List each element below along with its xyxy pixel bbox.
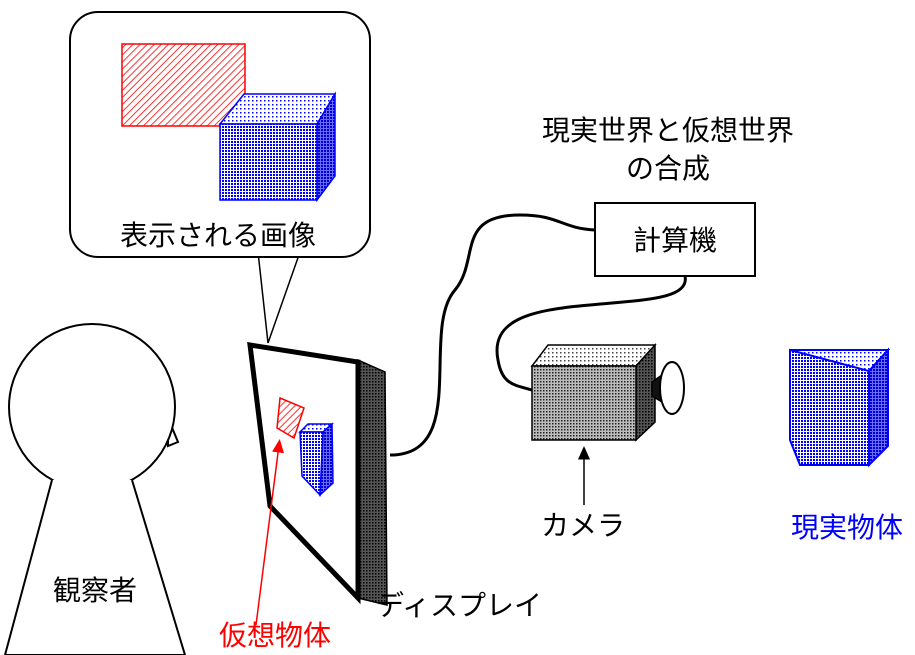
callout-virtual-object bbox=[121, 43, 246, 127]
computer-label: 計算機 bbox=[633, 224, 717, 257]
displayed-image-callout: 表示される画像 bbox=[69, 11, 371, 344]
computer-box-icon: 計算機 bbox=[594, 202, 756, 277]
cable-computer-camera bbox=[495, 275, 687, 392]
computer-box bbox=[594, 202, 756, 277]
camera-lens bbox=[659, 361, 685, 415]
cable-display-computer bbox=[389, 213, 596, 457]
cube-icon bbox=[789, 347, 891, 468]
camera-label: カメラ bbox=[541, 509, 625, 542]
display-screen-icon bbox=[247, 342, 388, 606]
callout-real-cube bbox=[218, 91, 337, 203]
display-side bbox=[357, 358, 388, 606]
callout-leader-right bbox=[267, 251, 301, 344]
composition-label-line2: の合成 bbox=[626, 152, 710, 185]
display-label: ディスプレイ bbox=[376, 589, 542, 622]
real-object-label: 現実物体 bbox=[791, 511, 903, 544]
screen-virtual-object bbox=[276, 396, 305, 440]
real-cube-front bbox=[789, 348, 870, 466]
displayed-image-label: 表示される画像 bbox=[120, 219, 316, 252]
video-camera-icon bbox=[530, 343, 685, 442]
camera-top bbox=[530, 344, 657, 367]
observer-head bbox=[8, 323, 176, 491]
virtual-object-arrow bbox=[255, 439, 285, 626]
screen-real-object bbox=[298, 422, 334, 497]
camera-front bbox=[531, 365, 637, 441]
composition-label-line1: 現実世界と仮想世界 bbox=[542, 114, 794, 147]
person-silhouette-icon: 観察者 bbox=[3, 323, 187, 655]
observer-label: 観察者 bbox=[53, 574, 137, 607]
virtual-object-label: 仮想物体 bbox=[219, 619, 331, 652]
observer-body bbox=[3, 479, 187, 655]
callout-leader-left bbox=[257, 251, 269, 344]
real-cube-side bbox=[868, 347, 889, 468]
